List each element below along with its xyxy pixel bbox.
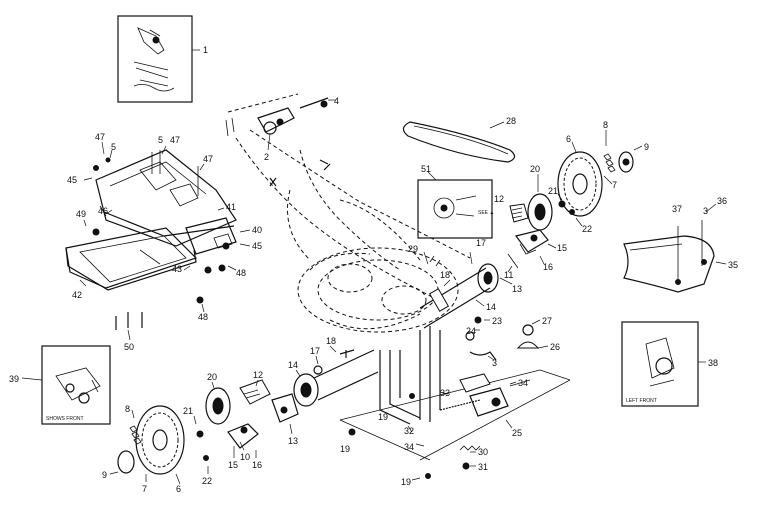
callout-20b: 20 [207, 372, 217, 382]
callout-21a: 21 [548, 186, 558, 196]
callout-9b: 9 [102, 470, 107, 480]
belt-28 [402, 121, 516, 163]
callout-31: 31 [478, 462, 488, 472]
callout-33: 33 [440, 388, 450, 398]
callout-10: 10 [240, 452, 250, 462]
callout-12a: 12 [494, 194, 504, 204]
callout-34a: 34 [518, 378, 528, 388]
callout-13b: 13 [288, 436, 298, 446]
handle-bracket [225, 93, 336, 151]
inset-label-shows-front: SHOWS FRONT [46, 416, 84, 422]
callout-48a: 48 [236, 268, 246, 278]
right-wheel-assembly [509, 130, 643, 231]
callout-6b: 6 [176, 484, 181, 494]
callout-43: 43 [172, 264, 182, 274]
callout-19b: 19 [378, 412, 388, 422]
callout-45a: 45 [67, 175, 77, 185]
callout-25: 25 [512, 428, 522, 438]
callout-45b: 45 [252, 241, 262, 251]
callout-19c: 19 [401, 477, 411, 487]
callout-20a: 20 [530, 164, 540, 174]
left-axle [293, 345, 379, 407]
grass-catcher-assembly [65, 141, 251, 341]
callout-49: 49 [76, 209, 86, 219]
inset-label-left-front: LEFT FRONT [626, 398, 657, 404]
callout-29: 29 [408, 244, 418, 254]
callout-24: 24 [466, 326, 476, 336]
callout-16b: 16 [252, 460, 262, 470]
callout-11: 11 [504, 270, 513, 280]
callout-23: 23 [492, 316, 502, 326]
callout-8b: 8 [125, 404, 130, 414]
inset-box-1 [117, 15, 200, 103]
callout-1: 1 [203, 45, 208, 55]
callout-35: 35 [728, 260, 738, 270]
callout-5b: 5 [158, 135, 163, 145]
callout-21b: 21 [183, 406, 193, 416]
callout-18b: 18 [326, 336, 336, 346]
callout-22b: 22 [202, 476, 212, 486]
discharge-chute [623, 203, 727, 293]
callout-14b: 14 [486, 302, 496, 312]
callout-18a: 18 [440, 270, 450, 280]
callout-28: 28 [506, 116, 516, 126]
callout-36: 36 [717, 196, 727, 206]
handle-dashed [235, 129, 471, 305]
inset-box-38 [621, 321, 706, 407]
callout-5a: 5 [111, 142, 116, 152]
callout-39: 39 [9, 374, 19, 384]
callout-16a: 16 [543, 262, 553, 272]
callout-50: 50 [124, 342, 134, 352]
callout-12b: 12 [253, 370, 263, 380]
callout-15b: 15 [228, 460, 238, 470]
callout-47b: 47 [170, 135, 180, 145]
callout-2: 2 [264, 152, 269, 162]
callout-41: 41 [226, 202, 236, 212]
callout-47c: 47 [203, 154, 213, 164]
callout-c3-chute: 3 [703, 206, 708, 216]
callout-32: 32 [404, 426, 414, 436]
inset-box-51: SEE ▲ [417, 171, 494, 239]
callout-17b: 17 [310, 346, 320, 356]
callout-8a: 8 [603, 120, 608, 130]
callout-37: 37 [672, 204, 682, 214]
callout-9a: 9 [644, 142, 649, 152]
callout-51: 51 [421, 164, 431, 174]
inset-box-39 [21, 345, 111, 425]
callout-7b: 7 [142, 484, 147, 494]
callout-6a: 6 [566, 134, 571, 144]
callout-38: 38 [708, 358, 718, 368]
callout-30: 30 [478, 447, 488, 457]
callout-4: 4 [334, 96, 339, 106]
control-linkage [339, 316, 571, 481]
left-wheel-assembly [109, 379, 299, 485]
callout-40: 40 [252, 225, 262, 235]
callout-15a: 15 [557, 243, 567, 253]
callout-48b: 48 [198, 312, 208, 322]
callout-27: 27 [542, 316, 552, 326]
callout-22a: 22 [582, 224, 592, 234]
callout-13a: 13 [512, 284, 522, 294]
svg-text:SEE ▲: SEE ▲ [478, 210, 494, 216]
callout-34b: 34 [404, 442, 414, 452]
callout-17a: 17 [476, 238, 486, 248]
callout-42: 42 [72, 290, 82, 300]
right-axle-bracket [499, 229, 557, 285]
callout-46: 46 [98, 206, 108, 216]
callout-26: 26 [550, 342, 560, 352]
callout-47a: 47 [95, 132, 105, 142]
callout-19a: 19 [340, 444, 350, 454]
callout-7a: 7 [612, 180, 617, 190]
right-axle [419, 251, 499, 329]
callout-14a: 14 [288, 360, 298, 370]
mower-deck [297, 247, 459, 333]
callout-3: 3 [492, 358, 497, 368]
